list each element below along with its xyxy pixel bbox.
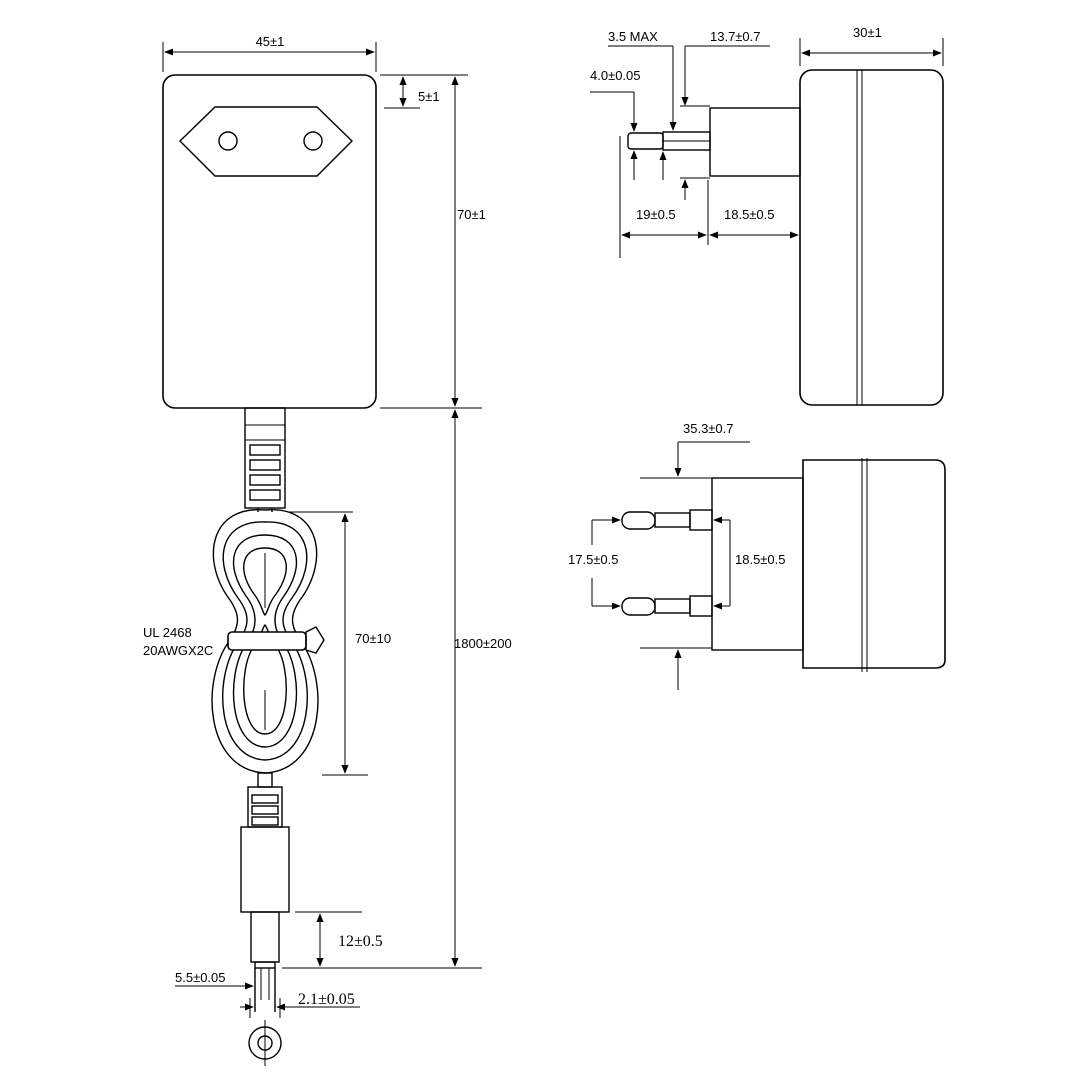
label-side-depth: 30±1 — [853, 25, 882, 40]
side-housing — [799, 69, 944, 406]
label-cable-spec-2: 20AWGX2C — [143, 643, 213, 658]
label-plug-length: 12±0.5 — [338, 933, 383, 950]
label-pin-offset: 13.7±0.7 — [710, 29, 761, 44]
side-pin — [627, 131, 711, 151]
pin-hole-right — [303, 131, 323, 151]
label-pin-max: 3.5 MAX — [608, 29, 658, 44]
cable-tie — [227, 631, 307, 651]
bottom-plug-collar — [711, 477, 804, 651]
label-body-height: 70±1 — [457, 207, 486, 222]
label-coil-height: 70±10 — [355, 631, 391, 646]
bottom-view: 35.3±0.7 17.5±0.5 18.5±0.5 — [568, 421, 946, 690]
adapter-housing — [162, 74, 377, 409]
label-bottom-offset: 35.3±0.7 — [683, 421, 734, 436]
label-pin-length: 19±0.5 — [636, 207, 676, 222]
coiled-cable — [211, 509, 325, 788]
bottom-pin-upper — [621, 509, 713, 531]
label-cable-length: 1800±200 — [454, 636, 512, 651]
dc-plug — [240, 786, 290, 1066]
label-cable-spec-1: UL 2468 — [143, 625, 192, 640]
bottom-housing — [802, 459, 946, 669]
pin-hole-left — [218, 131, 238, 151]
side-plug-collar — [709, 107, 801, 177]
label-top-offset: 5±1 — [418, 89, 440, 104]
plug-face-outline — [179, 106, 353, 177]
side-view: 30±1 3.5 MAX 13.7±0.7 4.0±0.05 19±0.5 18… — [590, 25, 944, 406]
label-front-width: 45±1 — [256, 34, 285, 49]
bottom-pin-lower — [621, 595, 713, 617]
strain-relief — [244, 407, 286, 512]
label-collar-length: 18.5±0.5 — [724, 207, 775, 222]
label-collar-spacing: 18.5±0.5 — [735, 552, 786, 567]
label-pin-dia: 4.0±0.05 — [590, 68, 641, 83]
label-plug-inner-dia: 2.1±0.05 — [298, 991, 355, 1008]
label-pin-spacing: 17.5±0.5 — [568, 552, 619, 567]
label-plug-outer-dia: 5.5±0.05 — [175, 970, 226, 985]
front-view: 45±1 5±1 70±1 1800±200 70±10 UL 2468 20A… — [143, 34, 512, 1066]
